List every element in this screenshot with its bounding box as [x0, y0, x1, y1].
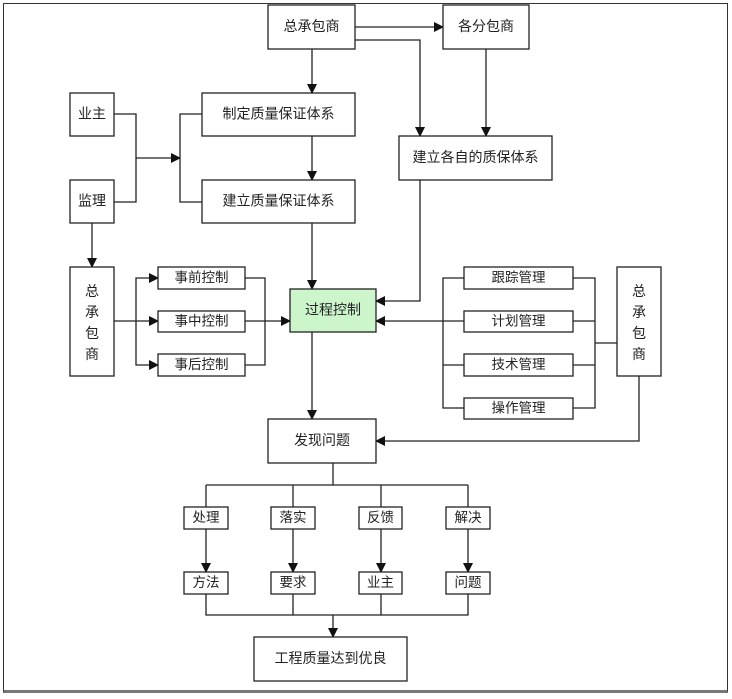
node-establish-own-qa-system: 建立各自的质保体系	[398, 135, 553, 181]
node-resolve: 解决	[445, 506, 491, 530]
node-general-contractor-right: 总 承 包 商	[616, 266, 662, 377]
svg-text:发现问题: 发现问题	[294, 433, 350, 449]
node-subcontractors: 各分包商	[442, 4, 530, 50]
node-establish-qa-system: 建立质量保证体系	[201, 179, 356, 224]
arrow-gc-to-own-qa	[355, 39, 425, 137]
bracket-owner-supervisor	[114, 113, 137, 203]
node-feedback: 反馈	[358, 506, 403, 530]
svg-text:承: 承	[632, 305, 646, 321]
node-planning-mgmt: 计划管理	[463, 310, 574, 333]
svg-text:操作管理: 操作管理	[492, 401, 546, 417]
svg-text:建立质量保证体系: 建立质量保证体系	[223, 194, 335, 210]
arrow-own-qa-to-process	[375, 180, 421, 306]
svg-text:业主: 业主	[367, 575, 394, 591]
svg-text:业主: 业主	[78, 107, 106, 123]
arrow-gc-to-pre	[135, 273, 159, 321]
svg-text:跟踪管理: 跟踪管理	[492, 270, 546, 286]
svg-text:制定质量保证体系: 制定质量保证体系	[223, 107, 335, 123]
node-tracking-mgmt: 跟踪管理	[463, 266, 574, 290]
bracket-mgmt-right	[573, 277, 596, 409]
node-pre-control: 事前控制	[157, 266, 246, 290]
svg-text:工程质量达到优良: 工程质量达到优良	[275, 651, 387, 667]
svg-text:事后控制: 事后控制	[175, 357, 229, 373]
node-problem: 问题	[445, 571, 491, 595]
svg-text:事中控制: 事中控制	[175, 314, 229, 330]
svg-text:事前控制: 事前控制	[175, 269, 229, 286]
arrow-gc-to-post	[135, 321, 159, 370]
svg-text:计划管理: 计划管理	[492, 314, 546, 330]
svg-text:总: 总	[632, 284, 646, 300]
bracket-mgmt-left	[442, 277, 464, 409]
node-implement: 落实	[270, 506, 316, 530]
node-formulate-qa-system: 制定质量保证体系	[201, 92, 356, 137]
node-method: 方法	[183, 571, 229, 595]
svg-text:反馈: 反馈	[367, 510, 394, 526]
svg-text:要求: 要求	[280, 575, 307, 591]
node-owner-bottom: 业主	[358, 571, 403, 595]
svg-text:总承包商: 总承包商	[284, 19, 340, 35]
node-in-process-control: 事中控制	[157, 310, 246, 333]
svg-text:各分包商: 各分包商	[458, 19, 514, 35]
node-general-contractor-left: 总 承 包 商	[69, 266, 115, 377]
svg-text:商: 商	[632, 347, 646, 363]
arrow-gc-right-to-find	[375, 376, 640, 446]
svg-text:包: 包	[632, 326, 646, 342]
svg-text:总: 总	[85, 284, 99, 300]
svg-text:问题: 问题	[455, 575, 482, 591]
node-general-contractor-top: 总承包商	[267, 4, 356, 50]
svg-text:处理: 处理	[193, 510, 220, 526]
node-requirement: 要求	[270, 571, 316, 595]
svg-text:商: 商	[85, 347, 99, 363]
node-quality-excellent: 工程质量达到优良	[253, 636, 408, 682]
svg-text:承: 承	[85, 305, 99, 321]
node-technical-mgmt: 技术管理	[463, 353, 574, 377]
connectors	[87, 22, 640, 638]
node-process-control: 过程控制	[289, 288, 377, 333]
svg-text:监理: 监理	[78, 194, 106, 210]
svg-text:过程控制: 过程控制	[305, 303, 361, 319]
svg-text:包: 包	[85, 326, 99, 342]
node-handle: 处理	[183, 506, 229, 530]
node-owner: 业主	[69, 92, 115, 137]
node-find-problems: 发现问题	[267, 418, 377, 464]
line-merge-bus	[205, 594, 469, 616]
svg-text:建立各自的质保体系: 建立各自的质保体系	[413, 150, 539, 166]
node-post-control: 事后控制	[157, 353, 246, 377]
bracket-qa-systems	[179, 113, 202, 203]
node-supervisor: 监理	[69, 179, 115, 224]
svg-text:解决: 解决	[455, 510, 482, 526]
node-operation-mgmt: 操作管理	[463, 397, 574, 420]
svg-text:落实: 落实	[280, 510, 307, 526]
diagram-frame	[3, 3, 728, 693]
svg-text:技术管理: 技术管理	[492, 357, 546, 373]
svg-text:方法: 方法	[193, 575, 220, 591]
